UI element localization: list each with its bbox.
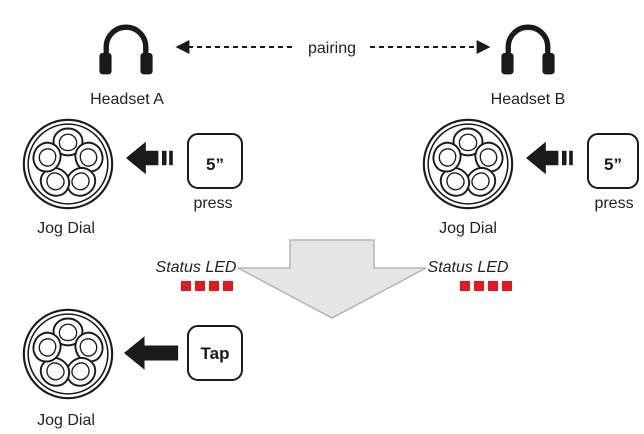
headset-a: Headset A	[90, 27, 164, 108]
headset-b-label: Headset B	[491, 91, 566, 108]
jog-dial-icon	[22, 118, 114, 210]
headphones-icon	[501, 27, 554, 74]
right-step: Jog Dial 5” press Status LED	[422, 118, 639, 291]
led-square	[502, 281, 512, 291]
led-square	[223, 281, 233, 291]
left-status-label: Status LED	[156, 259, 237, 276]
headset-b: Headset B	[491, 27, 566, 108]
tap-button-box	[187, 325, 243, 381]
push-arrow-icon	[126, 141, 173, 175]
right-button-box	[587, 133, 639, 189]
right-button-label: 5”	[604, 155, 622, 174]
down-arrow-icon	[237, 239, 427, 319]
jog-dial-icon	[22, 308, 114, 400]
headphones-icon	[99, 27, 152, 74]
led-square	[181, 281, 191, 291]
led-square	[209, 281, 219, 291]
pairing-label: pairing	[308, 40, 356, 57]
push-arrow-icon	[526, 141, 573, 175]
headset-a-label: Headset A	[90, 91, 164, 108]
left-button-box	[187, 133, 243, 189]
left-step: Jog Dial 5” press Status LED	[22, 118, 243, 291]
left-jog-label: Jog Dial	[37, 220, 95, 237]
left-status-led	[181, 281, 233, 291]
led-square	[460, 281, 470, 291]
jog-dial-icon	[422, 118, 514, 210]
led-square	[195, 281, 205, 291]
tap-button-label: Tap	[201, 344, 230, 363]
right-jog-label: Jog Dial	[439, 220, 497, 237]
tap-arrow-icon	[124, 336, 179, 370]
bottom-jog-label: Jog Dial	[37, 412, 95, 429]
pairing-connector: pairing	[175, 40, 491, 57]
left-button-label: 5”	[206, 155, 224, 174]
right-status-led	[460, 281, 512, 291]
led-square	[474, 281, 484, 291]
right-status-label: Status LED	[428, 259, 509, 276]
led-square	[488, 281, 498, 291]
bottom-step: Jog Dial Tap	[22, 308, 243, 429]
left-action-label: press	[193, 195, 232, 212]
right-action-label: press	[594, 195, 633, 212]
